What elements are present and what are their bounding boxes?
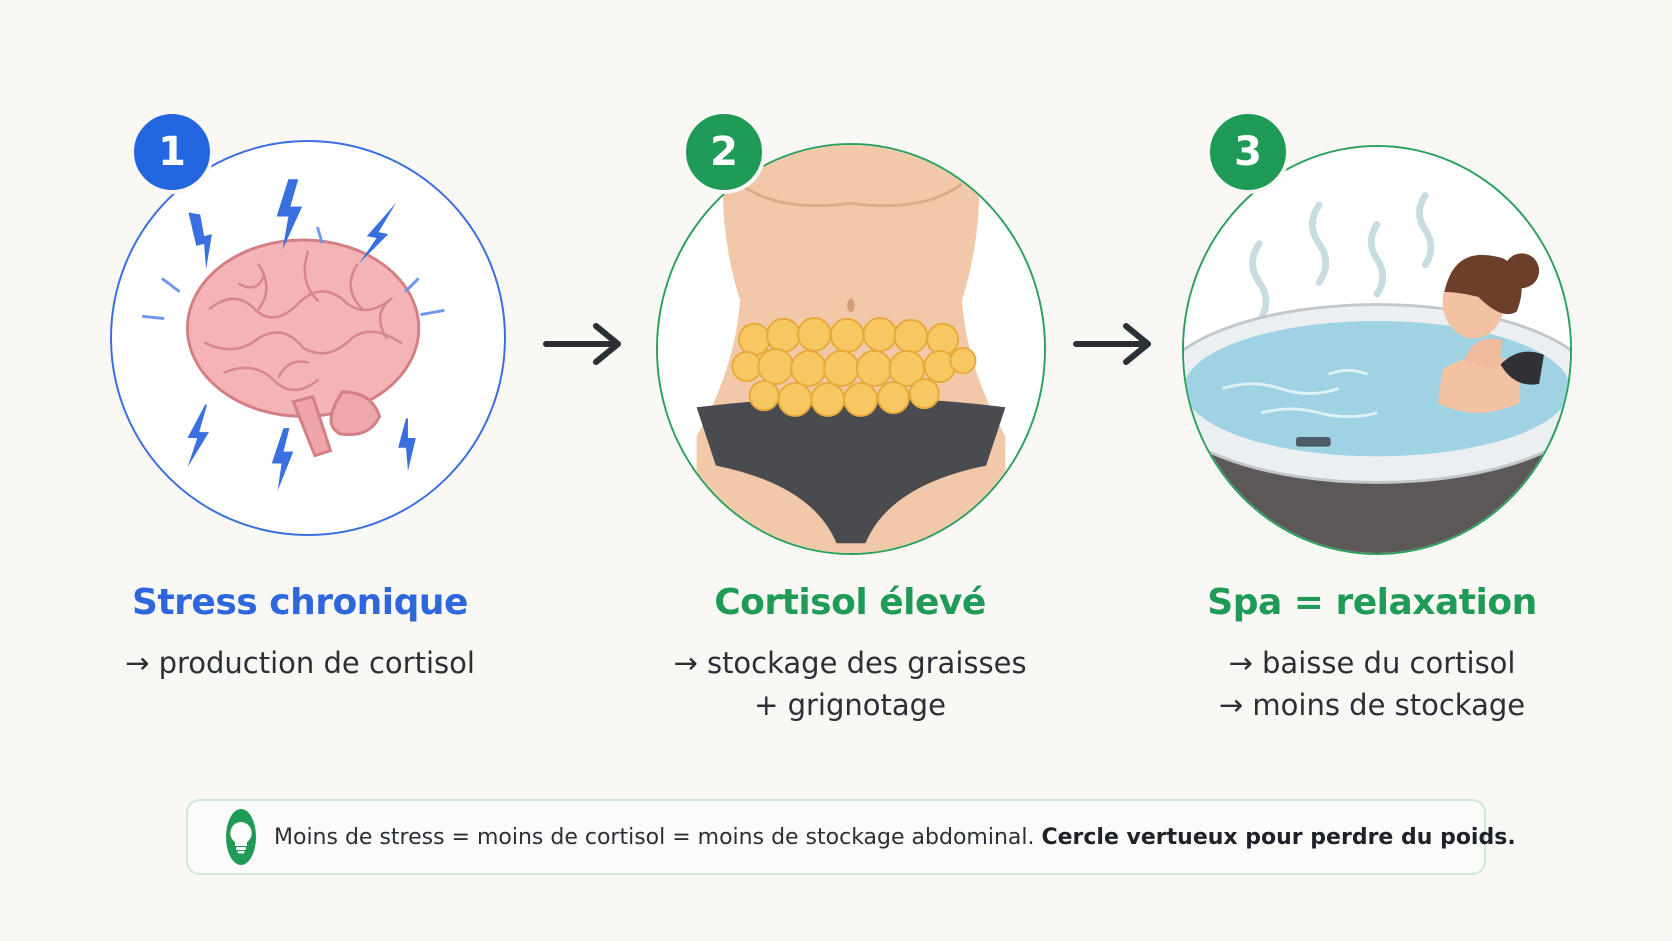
arrow-right-icon	[543, 323, 621, 365]
step-title: Stress chronique	[132, 582, 468, 623]
step-description-line: + grignotage	[754, 688, 946, 722]
step-description-line: → stockage des graisses	[673, 646, 1027, 680]
tip-text: Moins de stress = moins de cortisol = mo…	[274, 825, 1516, 850]
brain-stress-icon	[141, 179, 445, 491]
arrow-right-icon	[1073, 323, 1151, 365]
belly-fat-illustration	[656, 143, 1046, 555]
step-description: → baisse du cortisol → moins de stockage	[1162, 642, 1582, 726]
step-description-line: → moins de stockage	[1218, 688, 1526, 722]
lightbulb-icon	[226, 809, 256, 865]
step-title: Cortisol élevé	[714, 582, 986, 623]
step-number-badge: 1	[130, 110, 214, 194]
spa-relax-illustration	[1182, 145, 1572, 555]
brain-stress-illustration	[110, 140, 506, 536]
tip-banner: Moins de stress = moins de cortisol = mo…	[186, 799, 1516, 875]
step-description-line: → production de cortisol	[125, 646, 475, 680]
step-description-line: → baisse du cortisol	[1228, 646, 1516, 680]
step-description: → stockage des graisses + grignotage	[640, 642, 1060, 726]
step-number-badge: 3	[1206, 110, 1290, 194]
step-number-badge: 2	[682, 110, 766, 194]
spa-relax-icon	[1184, 147, 1570, 553]
step-title: Spa = relaxation	[1207, 582, 1537, 623]
tip-text-bold: Cercle vertueux pour perdre du poids.	[1041, 824, 1516, 850]
belly-fat-icon	[658, 145, 1044, 553]
tip-text-regular: Moins de stress = moins de cortisol = mo…	[274, 824, 1042, 850]
step-description: → production de cortisol	[90, 642, 510, 684]
